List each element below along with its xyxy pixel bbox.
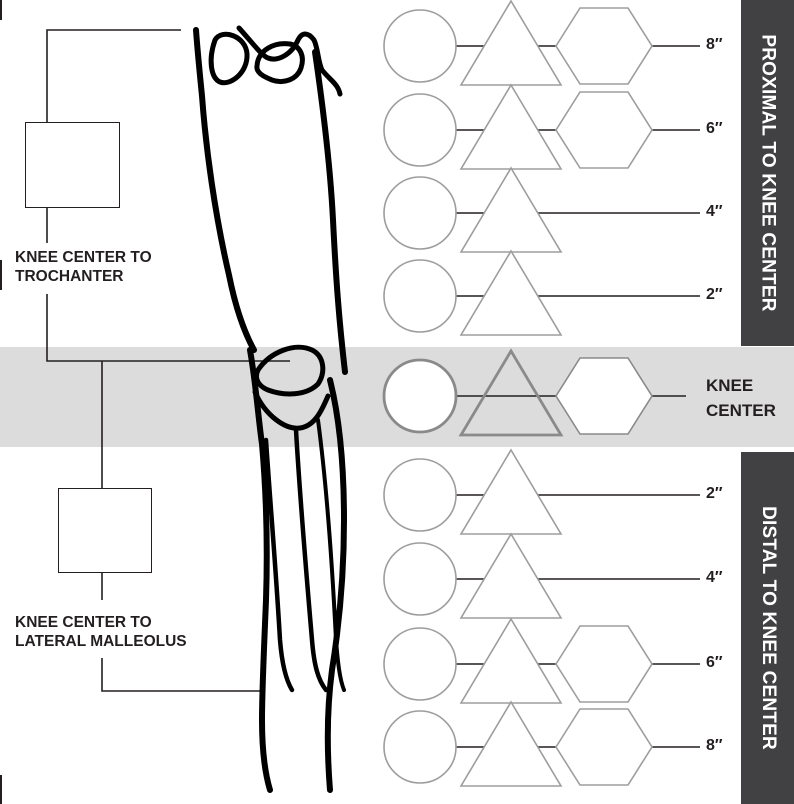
measurement-row <box>384 534 700 618</box>
measurement-row <box>384 85 700 169</box>
measurement-row <box>384 702 700 786</box>
triangle-marker[interactable] <box>461 85 561 169</box>
circle-marker[interactable] <box>384 628 456 700</box>
circle-marker[interactable] <box>384 360 456 432</box>
row-measurement-label: 8″ <box>706 737 723 755</box>
triangle-marker[interactable] <box>461 351 561 435</box>
circle-marker[interactable] <box>384 260 456 332</box>
hexagon-marker[interactable] <box>556 8 652 84</box>
circle-marker[interactable] <box>384 94 456 166</box>
triangle-marker[interactable] <box>461 251 561 335</box>
measurement-row <box>384 168 700 252</box>
triangle-marker[interactable] <box>461 619 561 703</box>
triangle-marker[interactable] <box>461 168 561 252</box>
hexagon-marker[interactable] <box>556 626 652 702</box>
circle-marker[interactable] <box>384 10 456 82</box>
triangle-marker[interactable] <box>461 450 561 534</box>
measurement-row <box>384 251 700 335</box>
row-measurement-label: 2″ <box>706 286 723 304</box>
measurement-row <box>384 619 700 703</box>
row-measurement-label: 2″ <box>706 485 723 503</box>
measurement-row <box>384 450 700 534</box>
hexagon-marker[interactable] <box>556 358 652 434</box>
row-measurement-label: 4″ <box>706 203 723 221</box>
circle-marker[interactable] <box>384 177 456 249</box>
row-measurement-label: 8″ <box>706 36 723 54</box>
row-measurement-label: 4″ <box>706 569 723 587</box>
triangle-marker[interactable] <box>461 1 561 85</box>
hexagon-marker[interactable] <box>556 92 652 168</box>
row-measurement-label: 6″ <box>706 654 723 672</box>
hexagon-marker[interactable] <box>556 709 652 785</box>
circle-marker[interactable] <box>384 543 456 615</box>
triangle-marker[interactable] <box>461 534 561 618</box>
row-measurement-label: 6″ <box>706 120 723 138</box>
circle-marker[interactable] <box>384 711 456 783</box>
knee-center-row <box>384 351 686 435</box>
circle-marker[interactable] <box>384 459 456 531</box>
measurement-row <box>384 1 700 85</box>
triangle-marker[interactable] <box>461 702 561 786</box>
